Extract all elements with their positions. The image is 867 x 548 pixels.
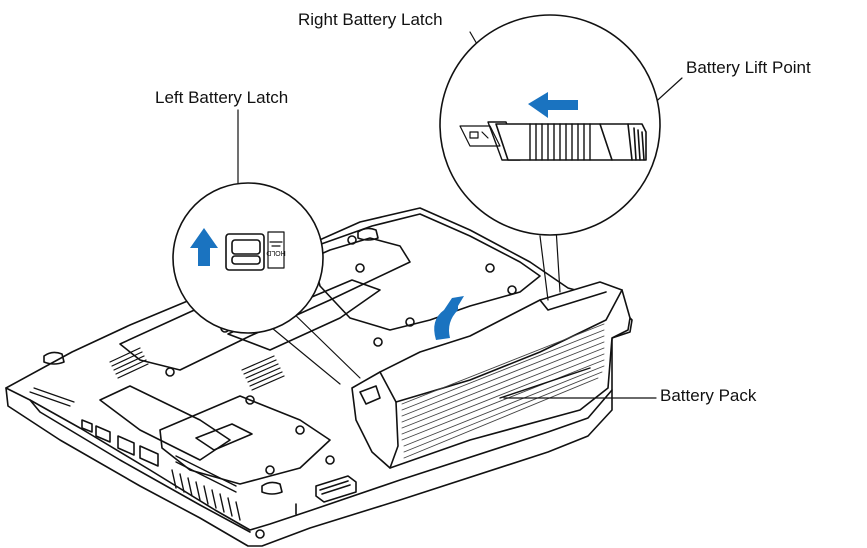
arrow-left-icon [528,92,578,118]
right-battery-latch[interactable] [495,123,613,161]
right-battery-latch-label: Right Battery Latch [298,10,443,29]
left-latch-callout [172,182,324,334]
battery-pack[interactable] [351,281,631,469]
right-latch-callout [439,14,661,236]
curved-arrow-up-icon [434,296,464,340]
latch-hold-marking: HOLD [266,249,285,256]
laptop-base [5,207,633,547]
battery-lift-point[interactable] [599,123,647,161]
left-battery-latch-label: Left Battery Latch [155,88,289,107]
unlock-symbol-icon [459,125,501,147]
arrow-up-icon [190,228,218,266]
lock-symbol-icon [267,231,285,269]
left-battery-latch[interactable] [225,233,265,271]
battery-pack-label: Battery Pack [660,386,757,405]
battery-lift-point-label: Battery Lift Point [686,58,811,77]
